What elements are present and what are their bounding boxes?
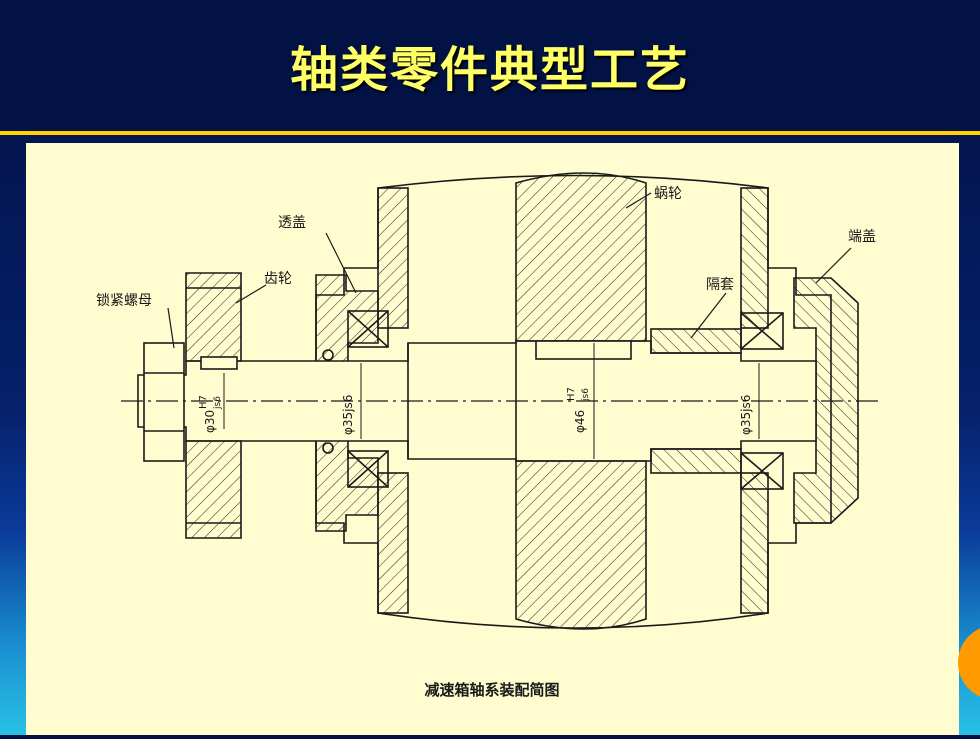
- diagram-panel: 蜗轮 透盖 端盖 齿轮 隔套 锁紧螺母 φ30 H7 js6 φ35js6 φ4…: [26, 143, 959, 735]
- label-lock-nut: 锁紧螺母: [96, 293, 152, 309]
- seal-bottom: [322, 442, 334, 454]
- title-bar: [0, 0, 980, 132]
- slide-title: 轴类零件典型工艺: [289, 42, 690, 98]
- gear: [185, 272, 242, 539]
- dim-d35-left: φ35js6: [341, 395, 355, 435]
- lock-nut: [143, 342, 185, 462]
- seal-top: [322, 349, 334, 361]
- label-through-cover: 透盖: [278, 215, 306, 231]
- housing-right-wall-top: [740, 187, 769, 329]
- dim-d35-right: φ35js6: [739, 395, 753, 435]
- label-spacer: 隔套: [706, 277, 734, 293]
- title-divider: [0, 131, 980, 135]
- left-bearing-top: [347, 310, 389, 348]
- dim-d46-js6: js6: [581, 388, 591, 402]
- worm-wheel-bottom: [515, 460, 647, 630]
- shaft-assembly-drawing: 蜗轮 透盖 端盖 齿轮 隔套 锁紧螺母 φ30 H7 js6 φ35js6 φ4…: [96, 172, 881, 699]
- worm-wheel-top: [515, 172, 647, 342]
- spacer-bottom: [650, 448, 742, 474]
- dim-d30-js6: js6: [213, 396, 223, 410]
- dim-d46-h7: H7: [566, 387, 577, 401]
- housing-left-wall-top: [377, 187, 409, 329]
- housing-left-wall-bottom: [377, 472, 409, 614]
- diagram-caption: 减速箱轴系装配简图: [424, 681, 559, 699]
- housing-right-wall-bottom: [740, 472, 769, 614]
- decorative-orange-shape: [958, 625, 980, 700]
- label-end-cover: 端盖: [848, 229, 876, 245]
- dim-d46: φ46: [573, 410, 587, 433]
- wheel-key: [535, 340, 632, 360]
- gear-key: [200, 356, 238, 370]
- left-bearing-bottom: [347, 450, 389, 488]
- label-gear: 齿轮: [264, 271, 292, 287]
- label-worm-wheel: 蜗轮: [654, 186, 682, 202]
- dim-d30: φ30: [203, 410, 217, 433]
- spacer-top: [650, 328, 742, 354]
- dim-d30-h7: H7: [198, 395, 209, 409]
